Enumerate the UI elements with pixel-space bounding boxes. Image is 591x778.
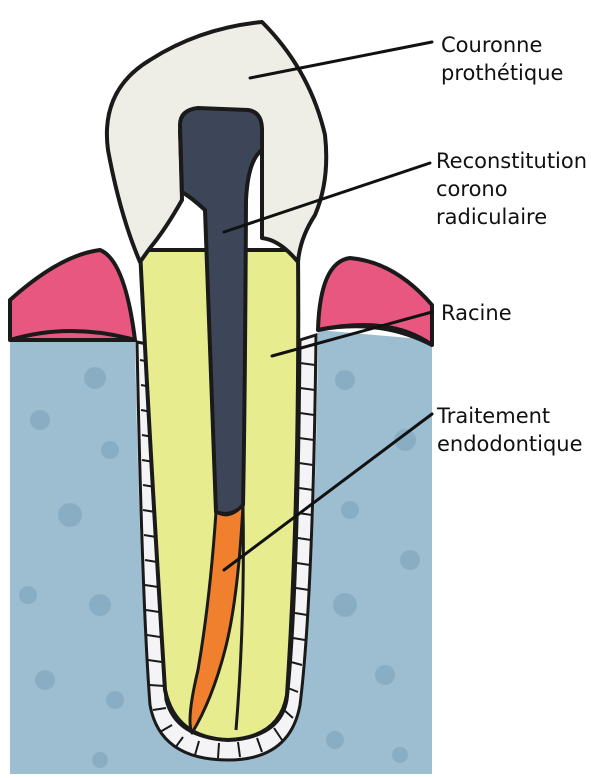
gum-left [10,250,135,340]
label-root: Racine [441,299,512,327]
label-post-core: Reconstitution corono radiculaire [436,147,587,231]
label-endodontic: Traitement endodontique [437,402,583,458]
label-crown: Couronne prothétique [441,31,563,87]
